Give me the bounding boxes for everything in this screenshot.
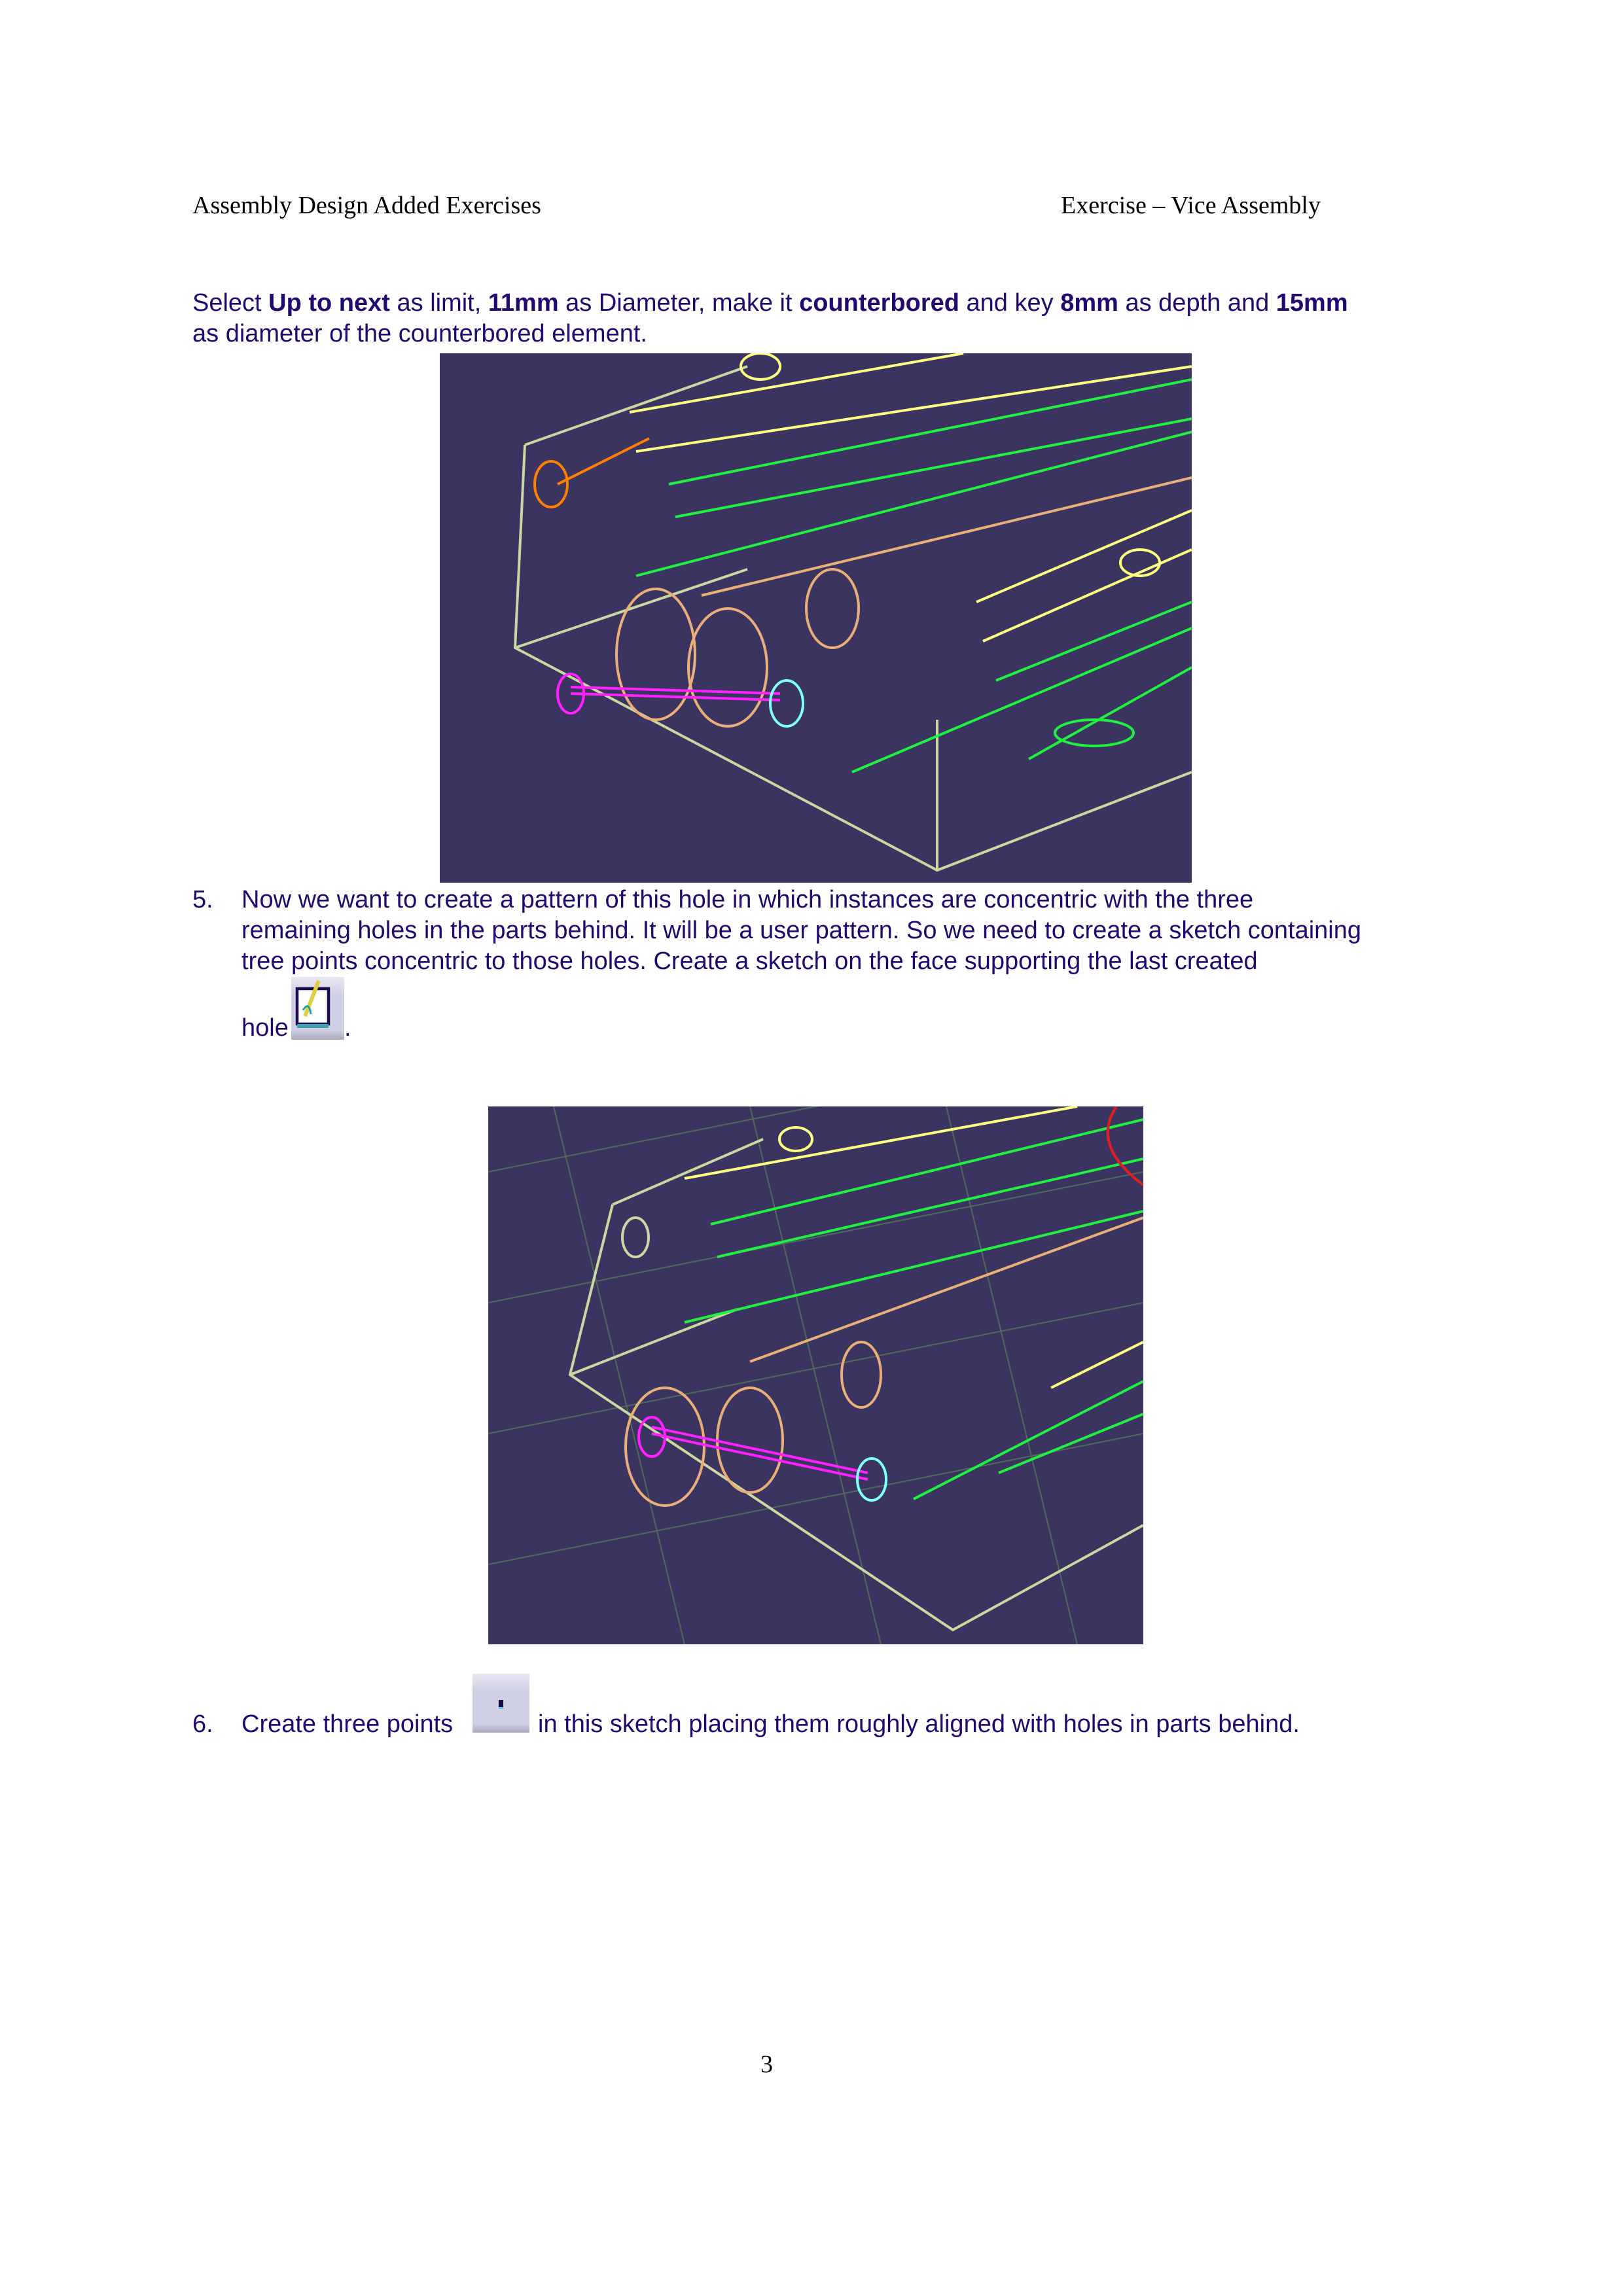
text: Select (192, 289, 269, 317)
step-5-number: 5. (192, 886, 213, 913)
page-number: 3 (760, 2051, 773, 2078)
point-icon (473, 1674, 529, 1733)
step-6-text-before: Create three points (241, 1710, 454, 1738)
text: as limit, (389, 289, 488, 317)
sketcher-icon (291, 977, 344, 1040)
text: as Diameter, make it (558, 289, 800, 317)
bold-text: 15mm (1275, 289, 1348, 317)
bold-text: 8mm (1060, 289, 1118, 317)
header-right: Exercise – Vice Assembly (1061, 192, 1321, 219)
step-6-number: 6. (192, 1710, 213, 1738)
bold-text: counterbored (799, 289, 959, 317)
step-5-period: . (344, 1014, 351, 1042)
cad-screenshot-hole (440, 353, 1192, 883)
text: Now we want to create a pattern of this … (241, 886, 1254, 913)
text: as depth and (1118, 289, 1276, 317)
header-left: Assembly Design Added Exercises (192, 192, 541, 219)
intro-paragraph: Select Up to next as limit, 11mm as Diam… (192, 288, 1348, 349)
bold-text: Up to next (268, 289, 390, 317)
cad-screenshot-sketch (488, 1106, 1143, 1644)
text: as diameter of the counterbored element. (192, 320, 647, 347)
step-6-text-after: in this sketch placing them roughly alig… (538, 1710, 1300, 1738)
text: remaining holes in the parts behind. It … (241, 917, 1362, 944)
step-5-last-word: hole (241, 1014, 289, 1042)
step-5-text: Now we want to create a pattern of this … (241, 885, 1361, 977)
bold-text: 11mm (488, 289, 559, 317)
text: and key (959, 289, 1061, 317)
text: tree points concentric to those holes. C… (241, 947, 1258, 975)
